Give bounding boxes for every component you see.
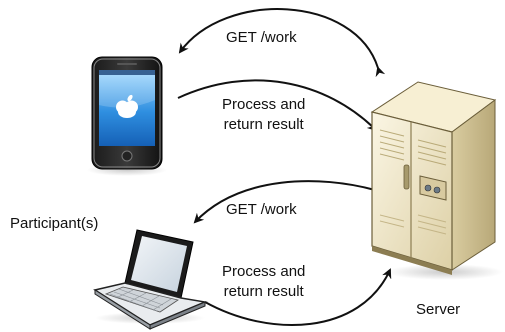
phone-process-result-label: Process and return result bbox=[222, 95, 305, 135]
server-tower-icon bbox=[370, 81, 503, 280]
phone-process-result-line1: Process and bbox=[222, 96, 306, 113]
participants-label: Participant(s) bbox=[10, 215, 99, 232]
laptop-process-result-line1: Process and bbox=[222, 263, 306, 280]
laptop-process-result-arrow bbox=[204, 268, 392, 326]
phone-get-work-label: GET /work bbox=[226, 29, 297, 46]
laptop-icon bbox=[93, 229, 208, 330]
phone-process-result-arrow bbox=[177, 79, 378, 132]
server-label: Server bbox=[416, 301, 461, 318]
phone-process-result-line2: return result bbox=[223, 116, 304, 133]
laptop-get-work-arrow bbox=[193, 180, 376, 224]
laptop-process-result-label: Process and return result bbox=[222, 262, 305, 302]
phone-get-work-arrow bbox=[178, 8, 386, 78]
smartphone-icon bbox=[87, 56, 167, 176]
laptop-process-result-line2: return result bbox=[223, 283, 304, 300]
laptop-get-work-label: GET /work bbox=[226, 201, 297, 218]
